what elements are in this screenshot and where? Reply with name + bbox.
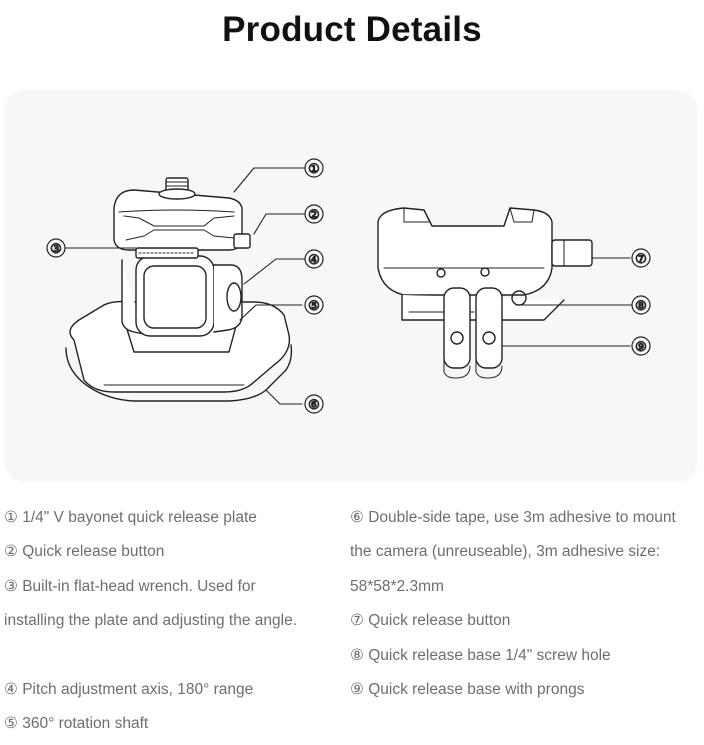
desc-1: ① 1/4" V bayonet quick release plate — [4, 509, 257, 526]
screw-hole-2 — [480, 267, 490, 277]
callout-6: ⑥ — [308, 398, 320, 413]
callout-9: ⑨ — [635, 340, 647, 355]
desc-6: ⑥ Double-side tape, use 3m adhesive to m… — [350, 509, 676, 526]
descriptions-right-column: ⑥ Double-side tape, use 3m adhesive to m… — [350, 504, 700, 710]
product-diagram-panel: ① ② ③ ④ ⑤ ⑥ ⑦ ⑧ ⑨ — [4, 90, 698, 482]
pitch-axis-hole — [226, 282, 242, 312]
quick-release-button-left — [233, 233, 251, 249]
descriptions-left-column: ① 1/4" V bayonet quick release plate ② Q… — [4, 504, 344, 745]
prong-left — [443, 287, 471, 369]
desc-5: ⑤ 360° rotation shaft — [4, 715, 149, 733]
product-diagram: ① ② ③ ④ ⑤ ⑥ ⑦ ⑧ ⑨ — [46, 158, 651, 414]
desc-2: ② Quick release button — [4, 543, 165, 561]
callout-4: ④ — [308, 253, 320, 268]
desc-7: ⑦ Quick release button — [350, 612, 511, 630]
quick-release-base-drawing — [377, 207, 593, 379]
prong-right — [475, 287, 503, 369]
callout-7: ⑦ — [635, 252, 647, 267]
callout-3: ③ — [50, 242, 62, 257]
callout-2: ② — [308, 208, 320, 223]
page-title: Product Details — [222, 10, 482, 49]
quick-release-button-right — [551, 239, 593, 267]
desc-6-cont: the camera (unreuseable), 3m adhesive si… — [350, 543, 661, 561]
desc-8: ⑧ Quick release base 1/4" screw hole — [350, 646, 611, 664]
desc-4: ④ Pitch adjustment axis, 180° range — [4, 680, 254, 698]
desc-9: ⑨ Quick release base with prongs — [350, 680, 585, 698]
callout-8: ⑧ — [635, 299, 647, 314]
desc-6-size: 58*58*2.3mm — [350, 577, 444, 595]
mount-assembly-drawing — [65, 177, 293, 402]
callout-leaders — [65, 167, 633, 405]
spacer — [4, 642, 344, 676]
callout-1: ① — [308, 162, 320, 177]
screw-hole-1 — [436, 268, 446, 278]
desc-3-cont: installing the plate and adjusting the a… — [4, 612, 297, 630]
callout-5: ⑤ — [308, 299, 320, 314]
desc-3: ③ Built-in flat-head wrench. Used for — [4, 577, 256, 595]
